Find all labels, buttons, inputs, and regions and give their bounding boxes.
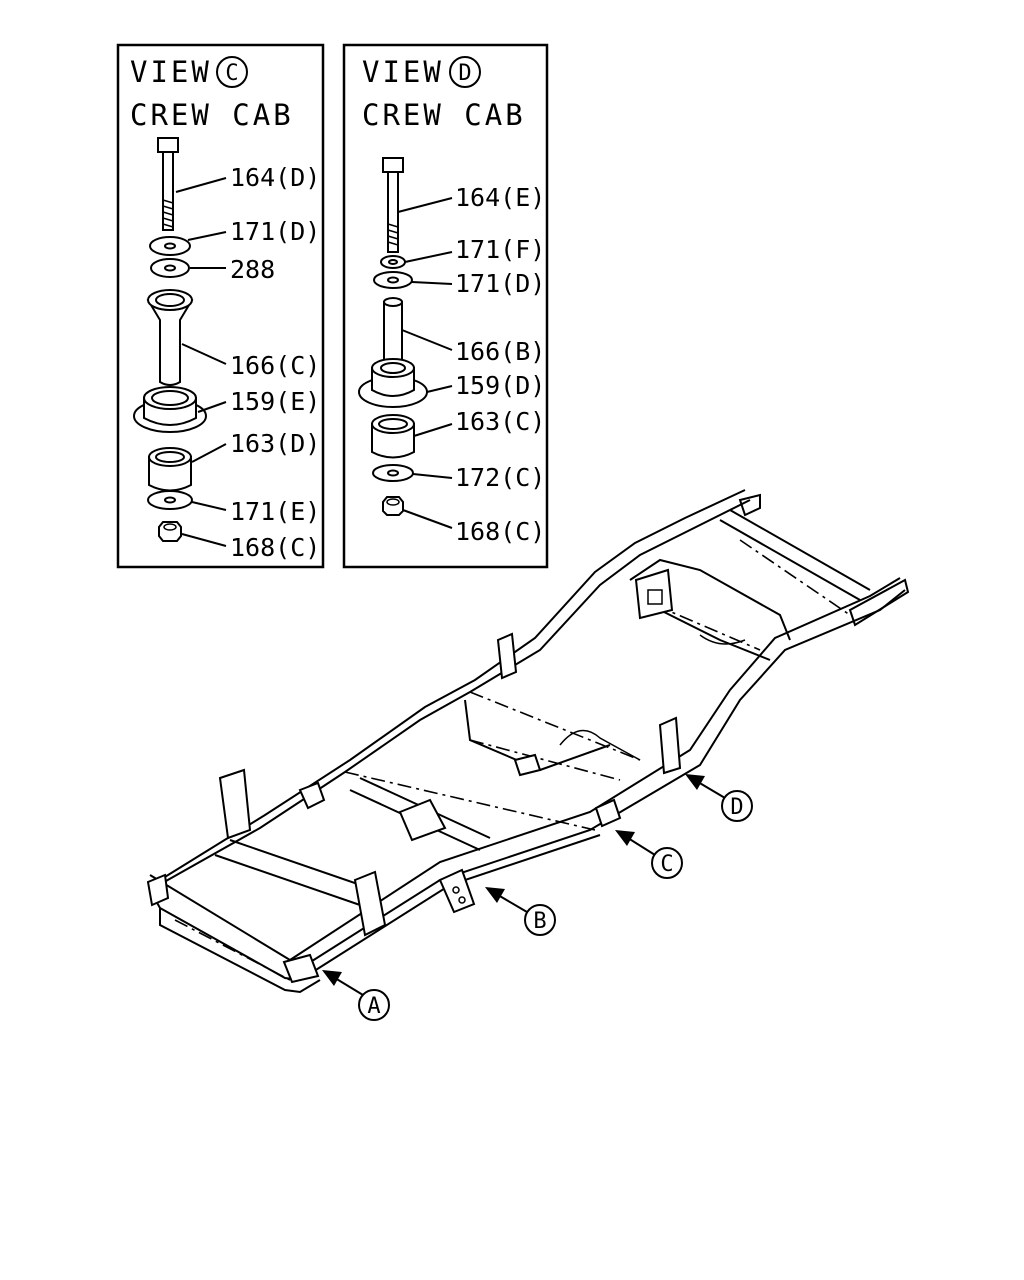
part-label: 164(E) bbox=[455, 183, 545, 212]
view-c-subtitle: CREW CAB bbox=[130, 98, 294, 132]
view-d-letter: D bbox=[458, 61, 471, 86]
view-c-circle bbox=[216, 56, 248, 88]
view-d-panel: VIEW D CREW CAB 164 bbox=[342, 43, 549, 569]
part-label: 163(C) bbox=[455, 407, 545, 436]
part-label: 164(D) bbox=[230, 163, 320, 192]
part-label: 159(D) bbox=[455, 371, 545, 400]
view-c-title: VIEW bbox=[130, 55, 212, 89]
callout-letter: D bbox=[730, 795, 743, 820]
callout-a: A bbox=[322, 970, 390, 1021]
part-label: 171(F) bbox=[455, 235, 545, 264]
part-label: 166(B) bbox=[455, 337, 545, 366]
callout-c: C bbox=[615, 830, 683, 879]
view-d-title: VIEW bbox=[362, 55, 444, 89]
bolt-part bbox=[382, 157, 404, 253]
callout-letter: C bbox=[660, 852, 673, 877]
callout-letter: A bbox=[367, 994, 380, 1019]
part-label: 168(C) bbox=[230, 533, 320, 562]
part-label: 171(D) bbox=[230, 217, 320, 246]
part-label: 159(E) bbox=[230, 387, 320, 416]
vehicle-frame-drawing bbox=[146, 489, 910, 994]
part-label: 163(D) bbox=[230, 429, 320, 458]
part-label: 168(C) bbox=[455, 517, 545, 546]
callout-d: D bbox=[685, 774, 753, 822]
part-label: 171(D) bbox=[455, 269, 545, 298]
callout-letter: B bbox=[533, 909, 546, 934]
part-label: 171(E) bbox=[230, 497, 320, 526]
part-label: 166(C) bbox=[230, 351, 320, 380]
callout-b: B bbox=[485, 887, 556, 936]
part-label: 288 bbox=[230, 255, 275, 284]
view-c-letter: C bbox=[225, 61, 238, 86]
view-c-panel: VIEW C CREW CAB bbox=[116, 43, 325, 569]
view-d-subtitle: CREW CAB bbox=[362, 98, 526, 132]
view-d-circle bbox=[449, 56, 481, 88]
bolt-part bbox=[157, 137, 179, 231]
part-label: 172(C) bbox=[455, 463, 545, 492]
